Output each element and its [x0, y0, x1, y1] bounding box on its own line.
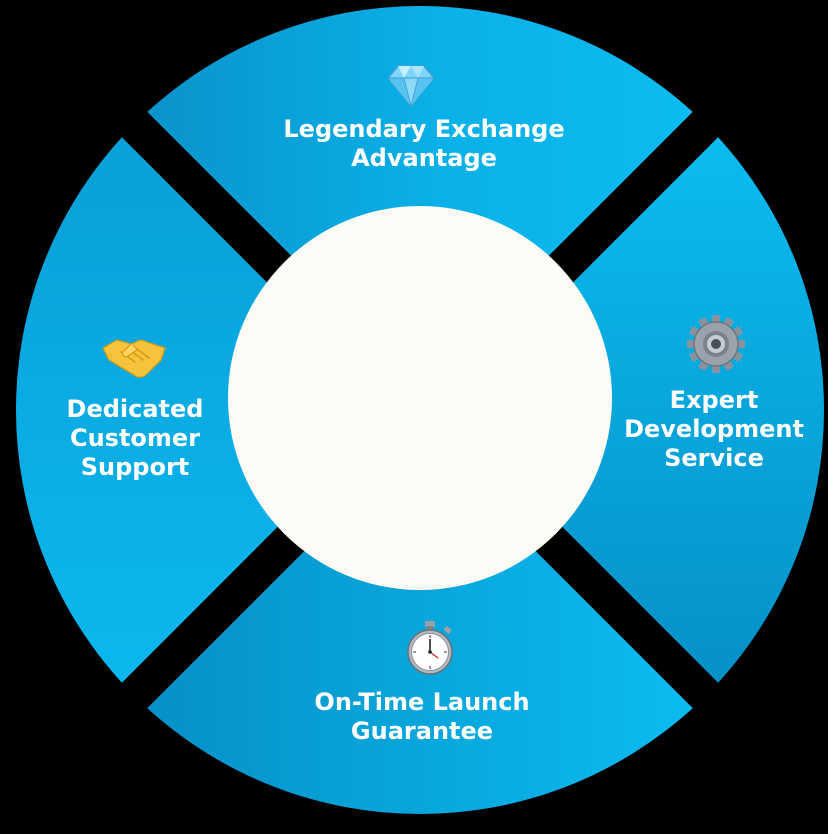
stopwatch-icon [407, 621, 453, 675]
segment-top [147, 5, 693, 271]
segment-left-label: Dedicated Customer Support [67, 395, 204, 482]
gear-icon [687, 315, 745, 373]
segment-left [15, 137, 281, 683]
segment-top-label: Legendary Exchange Advantage [283, 115, 564, 173]
center-circle [228, 206, 612, 590]
segment-left-line-3: Support [80, 453, 190, 481]
segment-bottom [147, 549, 693, 815]
segment-left-line-2: Customer [69, 424, 201, 452]
segment-right-line-1: Expert [669, 386, 759, 414]
segment-top-line-1: Legendary Exchange [283, 115, 565, 143]
handshake-icon [102, 339, 166, 378]
segment-right-label: Expert Development Service [624, 386, 804, 473]
segment-left-line-1: Dedicated [66, 395, 204, 423]
segment-top-line-2: Advantage [351, 144, 497, 172]
segment-right-line-3: Service [664, 444, 764, 472]
segment-bottom-label: On-Time Launch Guarantee [314, 688, 529, 746]
segment-right [559, 137, 825, 683]
segment-bottom-line-2: Guarantee [350, 717, 494, 745]
diamond-icon [387, 65, 435, 108]
segment-right-line-2: Development [624, 415, 804, 443]
segment-bottom-line-1: On-Time Launch [314, 688, 530, 716]
